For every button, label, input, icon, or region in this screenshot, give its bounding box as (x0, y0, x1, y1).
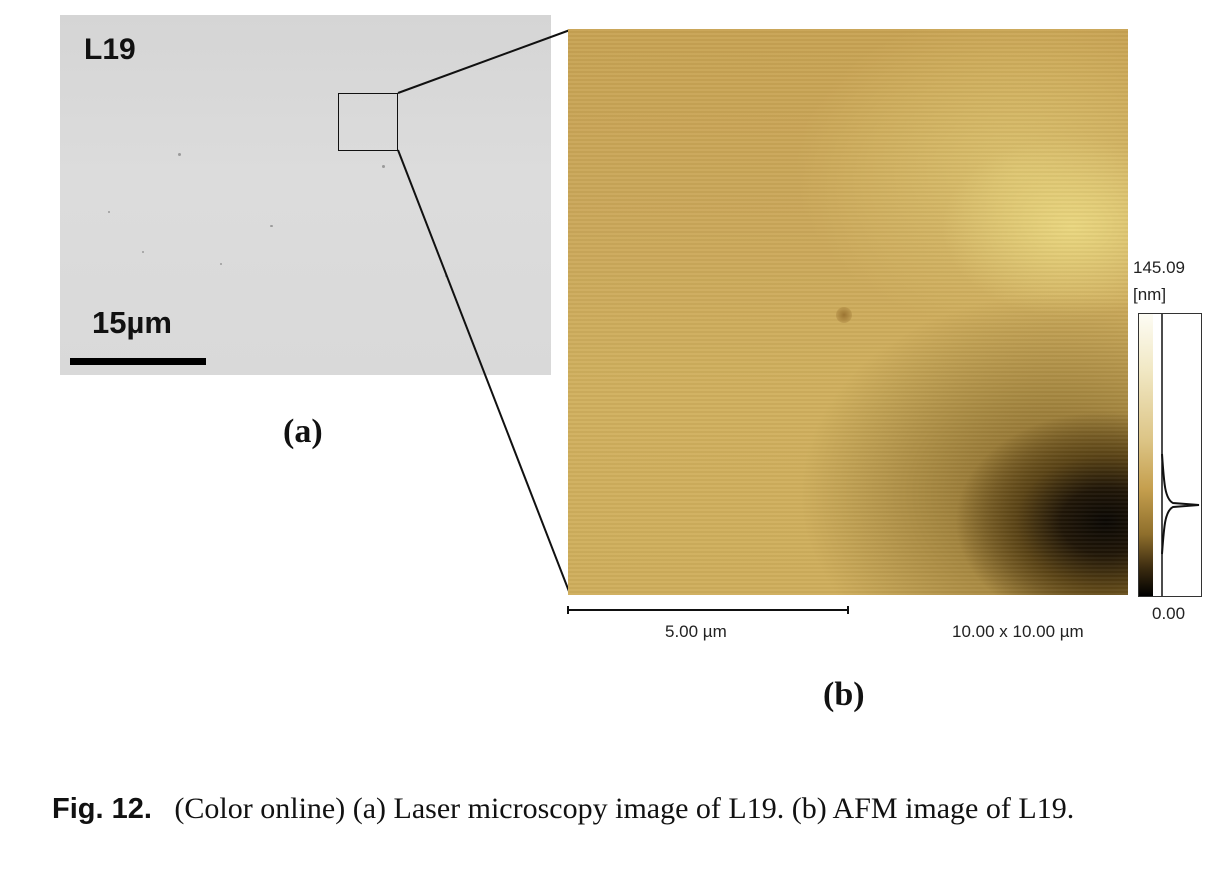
surface-speck (142, 251, 144, 253)
zoom-line-top (397, 29, 571, 94)
afm-image (568, 29, 1128, 595)
sample-label: L19 (84, 33, 136, 66)
surface-speck (382, 165, 385, 168)
colorbar-min-label: 0.00 (1152, 604, 1186, 623)
scale-bar-label: 15µm (92, 305, 172, 340)
colorbar-unit-label: [nm] (1133, 285, 1167, 304)
zoom-region-box (338, 93, 398, 151)
figure-number: Fig. 12. (52, 793, 152, 825)
afm-scale-label: 5.00 µm (665, 622, 727, 641)
panel-a-label: (a) (283, 413, 323, 450)
zoom-line-bottom (397, 149, 571, 595)
caption-text: (Color online) (a) Laser microscopy imag… (174, 792, 1075, 825)
afm-scan-size: 10.00 x 10.00 µm (952, 622, 1084, 641)
scale-bar (70, 358, 206, 365)
surface-speck (220, 263, 222, 265)
surface-speck (270, 225, 273, 227)
figure-caption: Fig. 12. (Color online) (a) Laser micros… (52, 789, 1202, 829)
afm-scale-bar (567, 606, 849, 614)
panel-b-label: (b) (823, 676, 865, 713)
height-histogram (1161, 314, 1200, 596)
afm-surface-pit (836, 307, 852, 323)
colorbar-gradient (1139, 314, 1153, 596)
surface-speck (108, 211, 110, 213)
height-colorbar (1138, 313, 1202, 597)
colorbar-max-label: 145.09 (1133, 258, 1185, 277)
laser-microscopy-image: L19 15µm (60, 15, 551, 375)
surface-speck (178, 153, 181, 156)
